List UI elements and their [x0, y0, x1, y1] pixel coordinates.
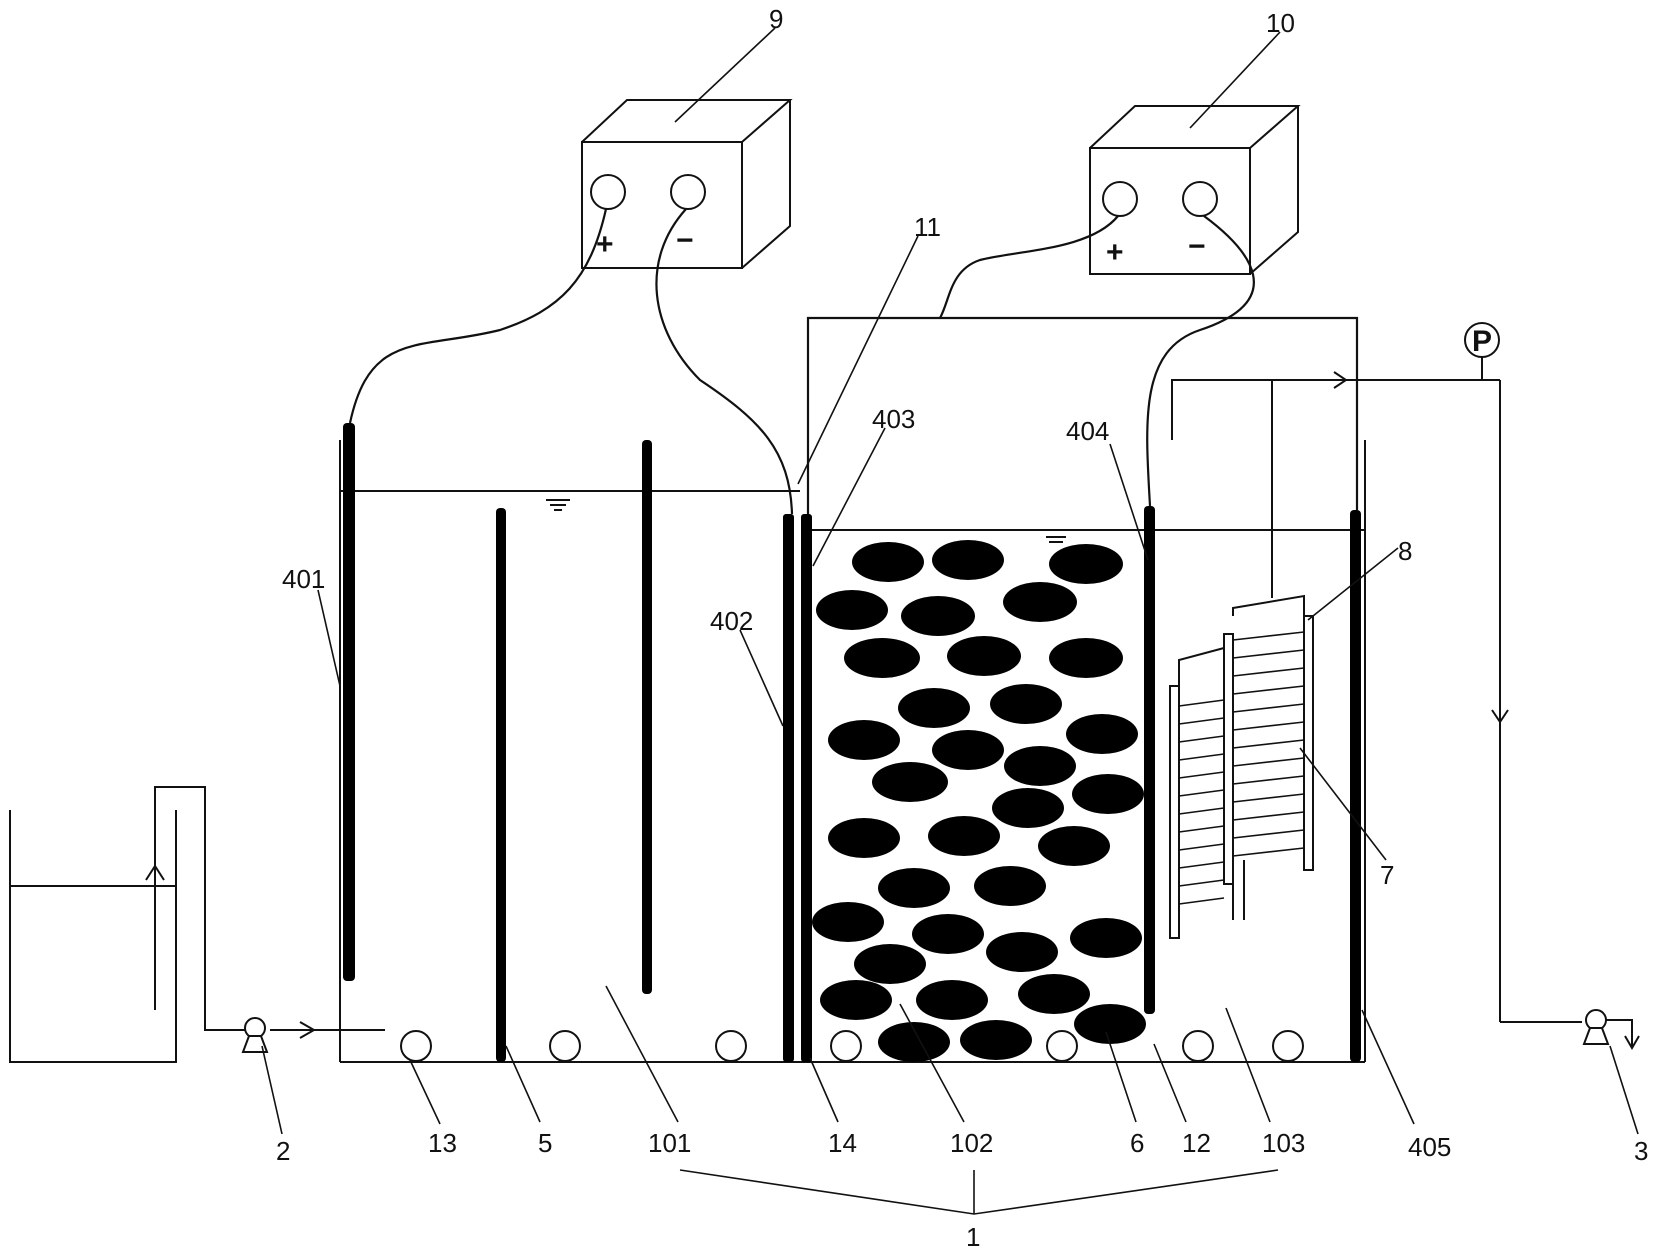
baffle-5	[496, 508, 506, 1062]
plus-terminal-label-b: +	[1106, 236, 1124, 269]
label-electrode-403: 403	[872, 404, 915, 434]
electrode-403	[801, 514, 812, 1062]
label-chamber-101: 101	[648, 1128, 691, 1158]
aerators	[401, 1031, 1303, 1061]
minus-terminal-label: −	[676, 224, 694, 257]
label-membrane-sheet-7: 7	[1380, 860, 1394, 890]
electrode-405	[1350, 510, 1361, 1062]
label-power-supply-10: 10	[1266, 8, 1295, 38]
power-supply-10: + −	[1090, 106, 1298, 274]
label-reactor-1: 1	[966, 1222, 980, 1252]
label-electrode-404: 404	[1066, 416, 1109, 446]
minus-terminal-label-b: −	[1188, 230, 1206, 263]
pressure-gauge-label: P	[1472, 325, 1492, 358]
wires	[350, 209, 1357, 514]
label-power-supply-9: 9	[769, 4, 783, 34]
membrane-module	[1170, 372, 1500, 938]
electrode-401	[343, 423, 355, 981]
label-aerator-13: 13	[428, 1128, 457, 1158]
electrode-404	[1144, 506, 1155, 1014]
particle-bed	[812, 540, 1146, 1062]
inlet-pump	[243, 1018, 267, 1052]
label-electrode-401: 401	[282, 564, 325, 594]
label-inlet-pump-2: 2	[276, 1136, 290, 1166]
outlet-line: P	[1465, 323, 1639, 1048]
label-chamber-102: 102	[950, 1128, 993, 1158]
label-particle-6: 6	[1130, 1128, 1144, 1158]
label-membrane-14: 14	[828, 1128, 857, 1158]
power-supply-9: + −	[582, 100, 790, 268]
label-membrane-11: 11	[914, 212, 941, 242]
label-electrode-402: 402	[710, 606, 753, 636]
label-separator-12: 12	[1182, 1128, 1211, 1158]
label-chamber-103: 103	[1262, 1128, 1305, 1158]
electrode-402	[783, 514, 794, 1062]
label-outlet-pump-3: 3	[1634, 1136, 1648, 1166]
baffle-upper	[642, 440, 652, 994]
label-electrode-405: 405	[1408, 1132, 1451, 1162]
label-baffle-5: 5	[538, 1128, 552, 1158]
feed-tank	[10, 787, 385, 1062]
label-membrane-module-8: 8	[1398, 536, 1412, 566]
